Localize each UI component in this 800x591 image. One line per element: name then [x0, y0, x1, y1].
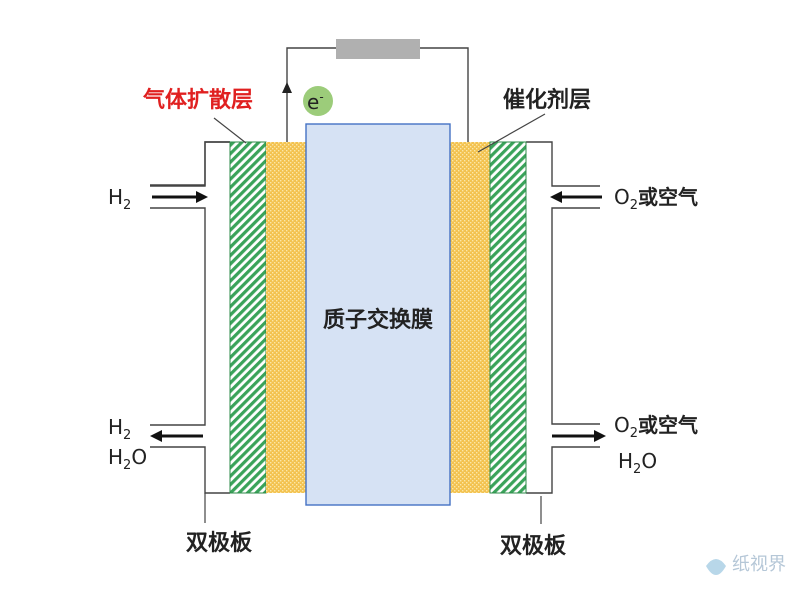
bipolar-plate-left: [150, 141, 230, 186]
catalyst-layer-left: [266, 142, 306, 493]
catalyst-layer-right: [450, 142, 490, 493]
left-outlet-gas-label-1: H2: [108, 415, 131, 443]
right-outlet-gas-label-1: O2或空气: [614, 413, 698, 441]
right-inlet-arrow-icon: [550, 191, 602, 203]
electron-label: e-: [307, 90, 324, 114]
bipolar-plate-left-outline: [150, 141, 230, 494]
gas-diffusion-layer-right: [489, 141, 527, 494]
right-outlet-gas-label-2: H2O: [618, 449, 657, 477]
electron-badge: e-: [303, 86, 333, 116]
diffusion-layer-leader-line: [213, 117, 247, 144]
bipolar-plate-right-outline: [526, 141, 600, 494]
membrane-label: 质子交换膜: [323, 307, 433, 333]
watermark-text: 纸视界: [732, 554, 786, 575]
watermark-logo-icon: [706, 559, 726, 575]
right-inlet-gas-label: O2或空气: [614, 185, 698, 213]
left-inlet-arrow-icon: [152, 191, 208, 203]
bipolar-plate-right-label: 双极板: [500, 534, 567, 559]
right-outlet-arrow-icon: [552, 430, 606, 442]
electron-flow-arrow-icon: [282, 82, 292, 93]
proton-exchange-membrane: [305, 123, 451, 506]
gas-diffusion-layer-label: 气体扩散层: [142, 87, 253, 113]
external-circuit: [282, 39, 469, 143]
catalyst-layer-label: 催化剂层: [503, 87, 591, 113]
left-outlet-arrow-icon: [150, 430, 203, 442]
watermark-logo: 纸视界: [706, 554, 786, 575]
left-inlet-gas-label: H2: [108, 185, 131, 213]
gas-diffusion-layer-left: [229, 141, 267, 494]
catalyst-layer-leader-line: [477, 113, 546, 153]
load-resistor: [336, 39, 420, 59]
left-outlet-gas-label-2: H2O: [108, 445, 147, 473]
bipolar-plate-left-label: 双极板: [186, 531, 253, 556]
